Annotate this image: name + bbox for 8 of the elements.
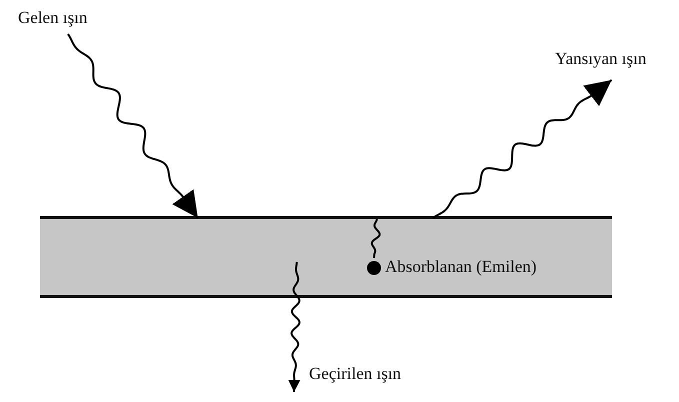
absorption-label: Absorblanan (Emilen) (385, 257, 537, 277)
ray-label: Gelen ışın (18, 8, 88, 28)
ray-label: Yansıyan ışın (555, 49, 646, 69)
wavy-ray-arrow (432, 79, 612, 219)
material-slab (40, 216, 612, 298)
wavy-ray-arrow (288, 261, 300, 393)
ray-label: Geçirilen ışın (309, 364, 402, 384)
wavy-ray-arrow (67, 33, 199, 219)
